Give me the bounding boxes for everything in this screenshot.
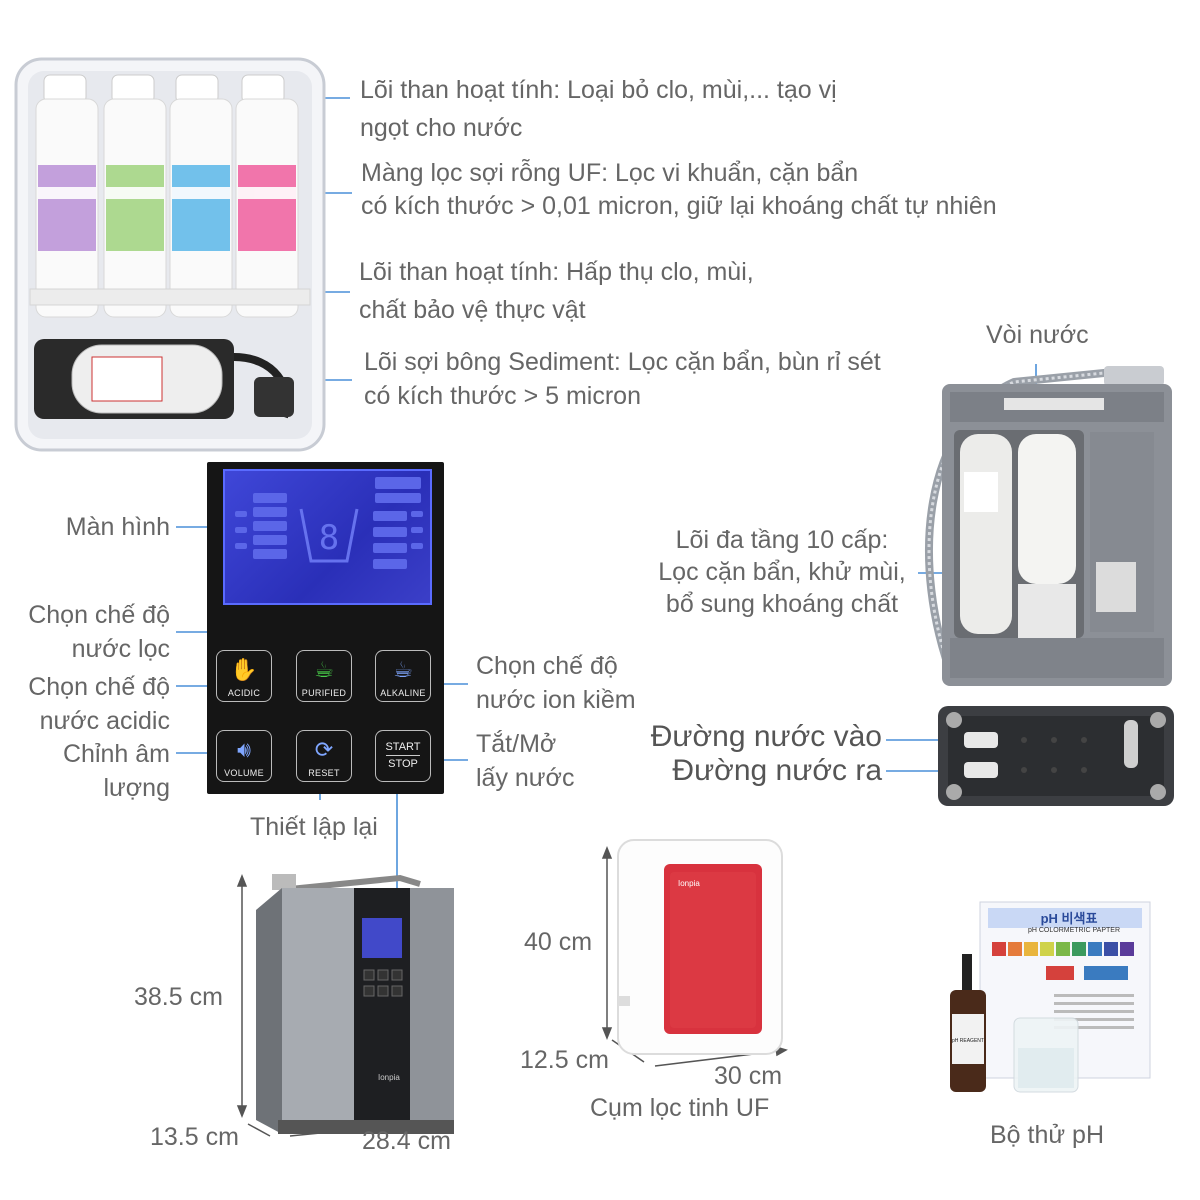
machine-front-image: Ionpia <box>250 870 462 1142</box>
uf-unit-image: Ionpia <box>614 836 786 1058</box>
speaker-icon: 🔊︎ <box>237 737 251 762</box>
screen-label: Màn hình <box>65 513 170 541</box>
machine-height-label: 38.5 cm <box>134 983 223 1011</box>
start-label: START <box>385 741 421 753</box>
acidic-button[interactable]: ✋ ACIDIC <box>216 650 272 702</box>
stop-label: STOP <box>388 758 418 770</box>
start-stop-button[interactable]: START STOP <box>375 730 431 782</box>
volume-button-label: VOLUME <box>224 768 264 778</box>
ph-reagent-label: pH REAGENT <box>952 1038 984 1044</box>
machine-bottom-image <box>934 700 1178 812</box>
ph-card-title: pH 비색표 <box>1040 911 1098 926</box>
volume-button[interactable]: 🔊︎ VOLUME <box>216 730 272 782</box>
reset-button[interactable]: ⟳ RESET <box>296 730 352 782</box>
machine-width-label: 28.4 cm <box>362 1127 451 1155</box>
acidic-button-label: ACIDIC <box>227 688 261 698</box>
uf-membrane-label: Màng lọc sợi rỗng UF: Lọc vi khuẩn, cặn … <box>361 159 997 220</box>
purified-mode-label: Chọn chế độ nước lọc <box>28 601 170 663</box>
water-inlet-label: Đường nước vào <box>650 720 882 753</box>
acidic-mode-label: Chọn chế độ nước acidic <box>28 673 170 735</box>
ph-kit-label: Bộ thử pH <box>990 1121 1105 1149</box>
cup-icon: ☕ <box>314 657 334 682</box>
svg-text:8: 8 <box>319 518 339 558</box>
water-outlet-label: Đường nước ra <box>672 754 882 787</box>
cup-icon: ☕ <box>393 657 413 682</box>
sediment-filter-label: Lõi sợi bông Sediment: Lọc cặn bẩn, bùn … <box>364 348 881 410</box>
volume-label: Chỉnh âm lượng <box>63 740 170 802</box>
uf-width-label: 30 cm <box>714 1062 783 1090</box>
refresh-icon: ⟳ <box>314 737 334 762</box>
machine-back-image <box>914 362 1176 692</box>
faucet-label: Vòi nước <box>986 321 1089 349</box>
uf-depth-label: 12.5 cm <box>520 1046 609 1074</box>
carbon-filter-2-label: Lõi than hoạt tính: Hấp thụ clo, mùi, ch… <box>359 258 754 324</box>
lcd-screen: 8 <box>223 469 432 605</box>
machine-brand-text: Ionpia <box>378 1073 400 1082</box>
uf-height-label: 40 cm <box>524 928 593 956</box>
purified-button[interactable]: ☕ PURIFIED <box>296 650 352 702</box>
control-panel: 8 ✋ ACIDIC ☕ PURIFIED ☕ ALKALINE 🔊︎ VOLU… <box>207 462 444 794</box>
acidic-icon: ✋ <box>230 657 258 682</box>
uf-brand-text: Ionpia <box>678 879 700 888</box>
reset-button-label: RESET <box>308 768 340 778</box>
carbon-filter-1-label: Lõi than hoạt tính: Loại bỏ clo, mùi,...… <box>360 76 837 142</box>
multi-stage-filter-label: Lõi đa tầng 10 cấp: Lọc cặn bẩn, khử mùi… <box>658 526 906 618</box>
alkaline-button[interactable]: ☕ ALKALINE <box>375 650 431 702</box>
alkaline-mode-label: Chọn chế độ nước ion kiềm <box>476 652 636 714</box>
uf-unit-label: Cụm lọc tinh UF <box>590 1094 770 1122</box>
machine-depth-label: 13.5 cm <box>150 1123 239 1151</box>
ph-card-subtitle: pH COLORMETRIC PAPTER <box>1027 927 1121 934</box>
alkaline-button-label: ALKALINE <box>380 688 426 698</box>
filter-cabinet-image <box>14 57 326 452</box>
reset-label: Thiết lập lại <box>250 813 378 841</box>
start-stop-label: Tắt/Mở lấy nước <box>476 730 575 792</box>
purified-button-label: PURIFIED <box>301 688 347 698</box>
ph-kit-image: pH 비색표 pH COLORMETRIC PAPTER pH REAGENT <box>944 898 1154 1098</box>
